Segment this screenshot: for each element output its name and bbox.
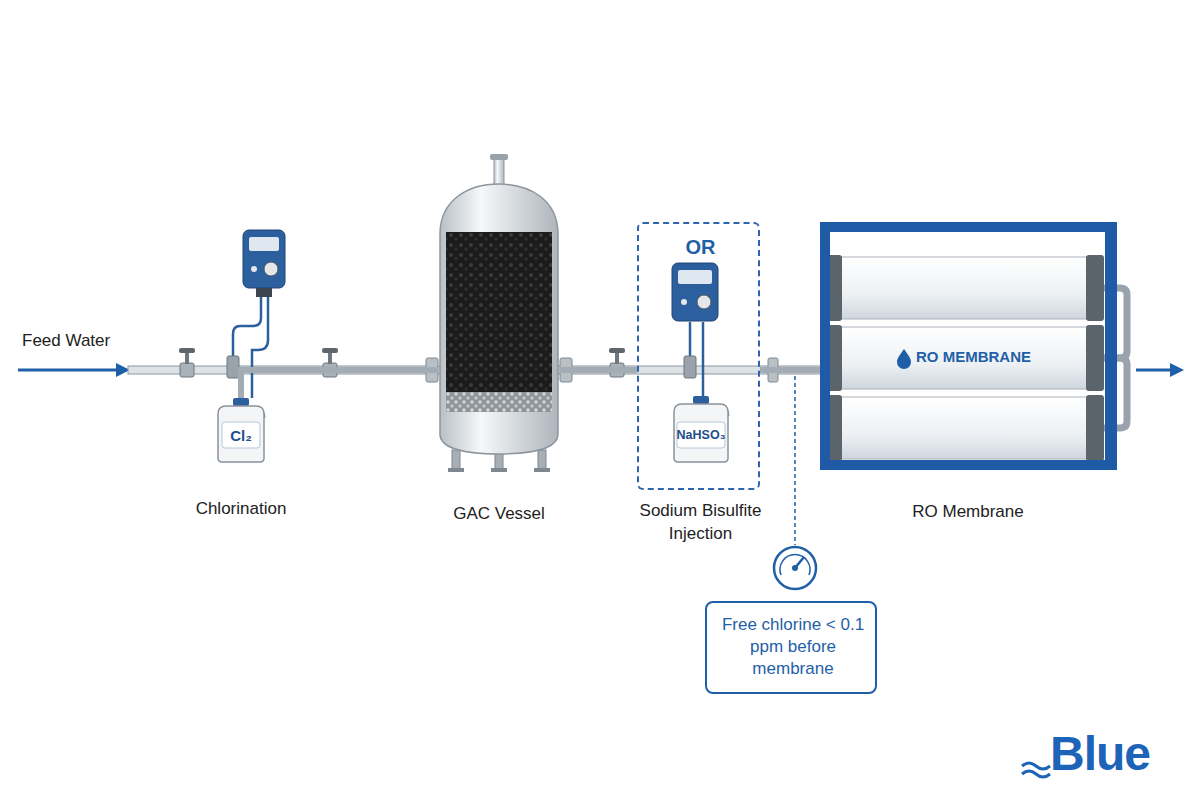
pipe-valve-part — [328, 352, 332, 364]
stage-caption: GAC Vessel — [419, 503, 579, 526]
option-tag: OR — [639, 234, 762, 261]
pipe-valve-part — [615, 352, 619, 364]
dosing-controller-part — [251, 266, 257, 272]
ro-membrane-rack-outline-part — [834, 397, 1092, 459]
chlorine-gauge-part — [774, 547, 816, 589]
stage-caption: Chlorination — [161, 498, 321, 521]
dosing-tubing-part — [252, 296, 268, 398]
outlet-arrow — [1136, 363, 1184, 377]
pipe-connector — [760, 367, 820, 373]
chlorine-gauge-part — [794, 376, 796, 545]
chemical-jug: NaHSO₃ — [670, 396, 732, 462]
ro-membrane-rack-outline — [820, 222, 1117, 470]
gac-vessel-outline-part — [446, 392, 552, 412]
chemical-label: Cl₂ — [222, 422, 260, 448]
ro-membrane-rack-outline-part — [897, 349, 911, 369]
pipe-connector — [241, 370, 438, 398]
chemical-label: NaHSO₃ — [677, 422, 725, 448]
ro-membrane-rack-outline-part — [1086, 325, 1104, 391]
chemical-jug-outline-part — [677, 422, 725, 448]
logo-wave — [1022, 763, 1050, 777]
feed-arrow — [18, 363, 130, 377]
membrane-label: RO MEMBRANE — [916, 347, 1076, 367]
dosing-controller-part — [256, 288, 272, 297]
dosing-controller-part — [264, 262, 278, 276]
pipe-valve-part — [185, 352, 189, 364]
logo-text: Blue — [1050, 726, 1150, 781]
pipe-connector — [560, 367, 637, 373]
ro-membrane-rack: RO MEMBRANERO Membrane — [820, 222, 1117, 470]
gac-vessel-outline-part — [490, 154, 508, 160]
gac-vessel-outline — [438, 152, 560, 472]
dosing-controller-part — [678, 270, 712, 284]
chlorine-gauge — [774, 376, 816, 589]
chemical-jug-outline-part — [233, 398, 249, 406]
gac-vessel-outline-part — [452, 450, 460, 469]
option-group: ORSodium Bisulfite InjectionNaHSO₃ — [637, 222, 760, 490]
pipe-valve-part — [322, 348, 338, 353]
feed-arrow-part — [18, 369, 118, 372]
chemical-jug-outline-part — [693, 396, 709, 404]
gac-vessel-outline-part — [534, 468, 550, 472]
ro-membrane-rack-outline-part — [834, 257, 1092, 319]
gac-vessel-outline-part — [538, 450, 546, 469]
pipe-valve-part — [179, 348, 195, 353]
gac-vessel-outline-part — [448, 468, 464, 472]
ro-membrane-rack-outline-part — [820, 460, 1117, 470]
stage-caption: RO Membrane — [868, 501, 1068, 524]
dosing-tubing-part — [227, 356, 239, 378]
dosing-controller-part — [243, 230, 285, 288]
logo-wave-part — [1022, 771, 1050, 777]
logo-wave-part — [1022, 763, 1050, 769]
chemical-jug-outline-part — [218, 406, 264, 462]
dosing-tubing-part — [702, 322, 705, 396]
stage-caption: Sodium Bisulfite Injection — [615, 500, 786, 546]
callout-text: Free chlorine < 0.1 ppm before membrane — [721, 614, 865, 680]
ro-membrane-rack-outline-part — [1105, 222, 1117, 470]
chemical-jug-outline-part — [674, 404, 728, 462]
gac-vessel: GAC Vessel — [438, 152, 560, 472]
chemical-jug-outline-part — [222, 422, 260, 448]
chlorine-gauge-part — [780, 555, 810, 575]
chlorine-gauge-part — [792, 565, 798, 571]
dosing-controller-part — [681, 299, 687, 305]
ro-membrane-rack-outline-part — [820, 222, 1117, 232]
gac-vessel-outline-part — [494, 158, 504, 186]
callout-box: Free chlorine < 0.1 ppm before membrane — [705, 601, 877, 694]
dosing-controller-part — [672, 263, 718, 321]
dosing-tubing-part — [689, 322, 692, 360]
gac-vessel-outline-part — [491, 468, 507, 472]
chemical-jug: Cl₂Chlorination — [214, 398, 268, 462]
gac-vessel-outline-part — [440, 184, 558, 454]
ro-membrane-rack-outline-part — [820, 222, 830, 470]
outlet-arrow-part — [1170, 363, 1184, 377]
pipe-valve-part — [180, 363, 194, 377]
dosing-controller-part — [249, 237, 279, 251]
ro-membrane-rack-outline-part — [834, 327, 1092, 389]
ro-membrane-rack-outline-part — [1086, 255, 1104, 321]
gac-vessel-outline-part — [446, 232, 552, 392]
dosing-tubing-part — [684, 356, 696, 378]
dosing-controller-part — [697, 295, 711, 309]
ro-membrane-rack-outline-part — [1086, 395, 1104, 461]
outlet-arrow-part — [1136, 369, 1172, 372]
pipe-valve-part — [609, 348, 625, 353]
flow-label: Feed Water — [22, 331, 110, 351]
